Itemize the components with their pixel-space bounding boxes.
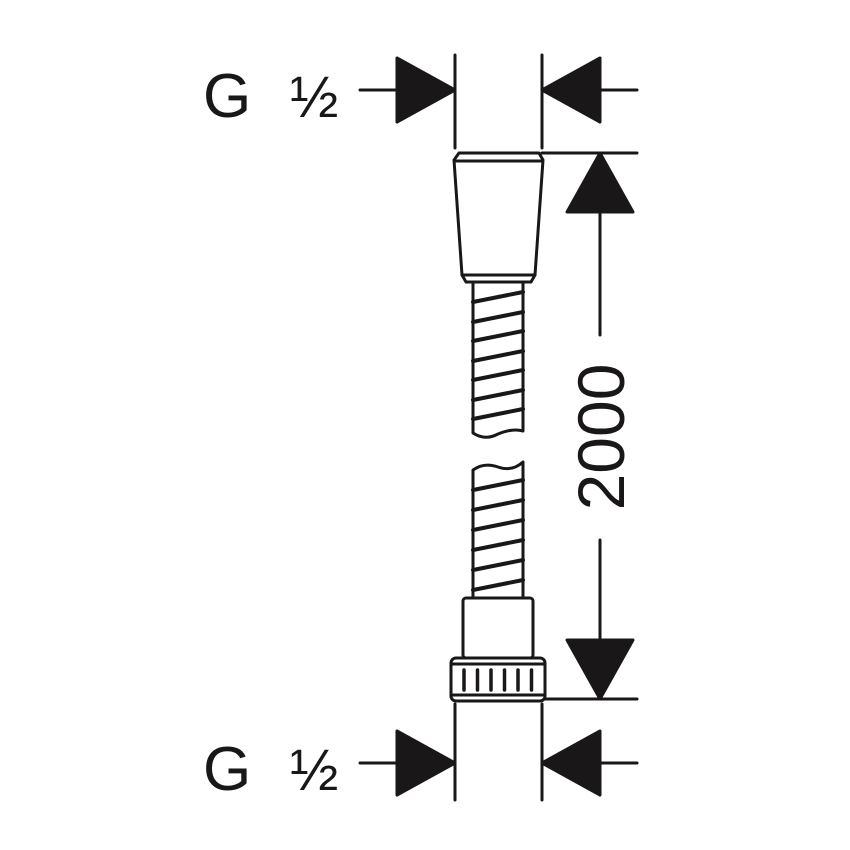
- bottom-thread-letter: G: [203, 735, 251, 804]
- top-thread-dimension: [358, 53, 639, 150]
- hose-thread-line: [471, 349, 525, 363]
- top-thread-size: ½: [290, 65, 338, 130]
- length-value: 2000: [564, 364, 638, 511]
- bottom-thread-size: ½: [290, 738, 338, 803]
- arrow-left-icon: [540, 729, 602, 797]
- arrow-down-icon: [565, 638, 635, 701]
- hose-thread-line: [471, 329, 525, 343]
- hose-thread-line: [471, 558, 525, 572]
- hose-thread-line: [471, 388, 525, 402]
- arrow-left-icon: [540, 56, 602, 124]
- arrow-up-icon: [565, 151, 635, 214]
- hose-thread-line: [471, 518, 525, 532]
- hose-thread-line: [471, 310, 525, 324]
- hose-thread-line: [471, 290, 525, 304]
- hose-thread-line: [471, 578, 525, 592]
- arrow-right-icon: [395, 729, 457, 797]
- upper-hose-segment: [471, 281, 525, 439]
- bottom-fitting: [449, 596, 547, 703]
- lower-hose-segment: [471, 460, 525, 600]
- hose-thread-line: [471, 478, 525, 492]
- arrow-right-icon: [395, 56, 457, 124]
- bottom-thread-dimension: [358, 702, 639, 802]
- hose-thread-line: [471, 368, 525, 382]
- union-nut: [449, 656, 547, 703]
- top-thread-letter: G: [203, 62, 251, 131]
- hose-thread-line: [471, 498, 525, 512]
- hose-thread-line: [471, 407, 525, 421]
- length-dimension: [540, 151, 639, 701]
- hose-thread-line: [471, 538, 525, 552]
- top-fitting: [452, 151, 545, 284]
